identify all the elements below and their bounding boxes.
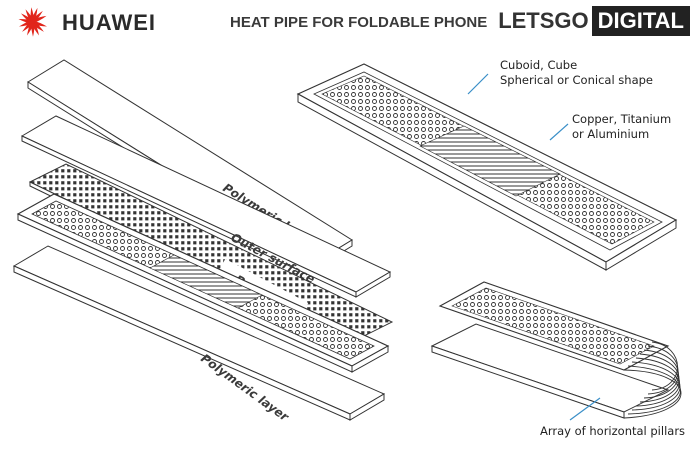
site-logo: LETSGO DIGITAL	[498, 6, 690, 36]
header: HUAWEI HEAT PIPE FOR FOLDABLE PHONE LETS…	[0, 0, 700, 42]
polymeric-layer-bottom	[12, 245, 386, 421]
callout-line-material	[549, 123, 569, 141]
callout-material-line2: or Aluminium	[572, 127, 650, 141]
page-title: HEAT PIPE FOR FOLDABLE PHONE	[230, 14, 488, 31]
brand-name: HUAWEI	[62, 10, 156, 35]
callout-material-line1: Copper, Titanium	[572, 112, 672, 126]
outer-surface-layer	[20, 115, 392, 298]
callout-material: Copper, Titanium or Aluminium	[572, 112, 671, 142]
callout-line-shape	[467, 73, 489, 95]
callout-shape-line2: Spherical or Conical shape	[500, 73, 653, 87]
heat-pipe-chamber	[16, 193, 390, 373]
site-logo-right: DIGITAL	[591, 6, 690, 36]
callout-line-pillars	[569, 397, 601, 421]
foldable-heat-pipe	[430, 281, 682, 419]
callout-shape-line1: Cuboid, Cube	[500, 58, 578, 72]
site-logo-left: LETSGO	[498, 8, 589, 33]
callout-shape: Cuboid, Cube Spherical or Conical shape	[500, 58, 653, 88]
huawei-petal-logo-icon	[18, 7, 48, 37]
assembled-heat-pipe	[296, 63, 678, 271]
callout-pillars: Array of horizontal pillars	[540, 424, 686, 438]
